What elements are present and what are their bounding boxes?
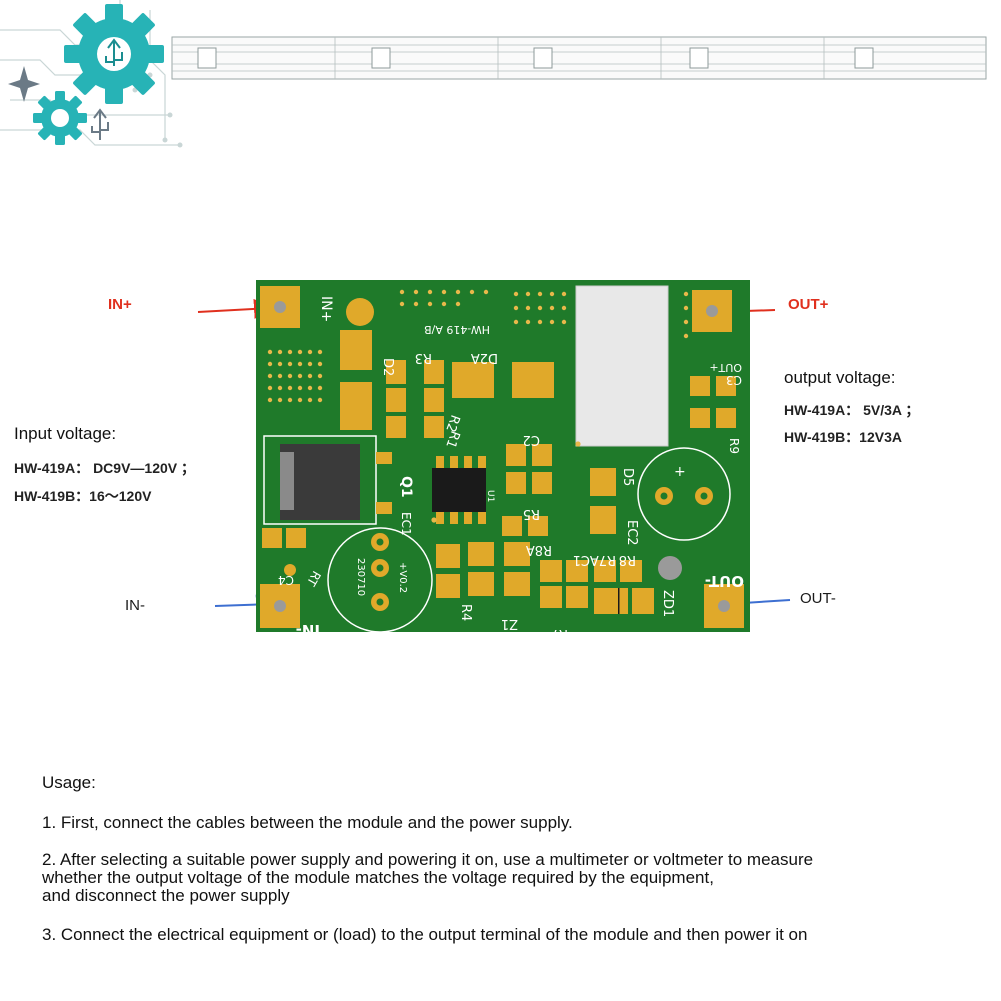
silk-rt: RT bbox=[304, 569, 324, 589]
silk-r3: R3 bbox=[415, 350, 432, 365]
silk-r1: R1 bbox=[442, 429, 462, 450]
silk-z1: Z1 bbox=[501, 616, 518, 631]
sparkle-icon bbox=[8, 66, 40, 102]
usb-icon bbox=[105, 38, 123, 66]
usage-title: Usage: bbox=[42, 773, 96, 792]
label-in-plus: IN+ bbox=[108, 296, 132, 313]
silk-cap-voltage: +V0.2 bbox=[397, 562, 408, 593]
silk-d5: D5 bbox=[620, 468, 635, 486]
input-voltage-a: HW-419A： DC9V—120V ； bbox=[14, 460, 195, 476]
silk-u1: U1 bbox=[485, 490, 495, 502]
silk-ec1: EC1 bbox=[399, 512, 413, 536]
silk-q1: Q1 bbox=[398, 476, 414, 498]
usb-icon bbox=[91, 108, 109, 140]
silk-model: HW-419 A/B bbox=[424, 323, 490, 336]
terminal-out-plus bbox=[692, 290, 732, 332]
silk-r8a: R8A bbox=[526, 542, 552, 557]
output-voltage-b: HW-419B：12V3A bbox=[784, 429, 902, 445]
usage-step-2-line-1: 2. After selecting a suitable power supp… bbox=[42, 850, 814, 869]
silk-out-minus: OUT- bbox=[705, 572, 744, 590]
usage-step-2-line-2: whether the output voltage of the module… bbox=[42, 868, 714, 887]
silk-in-minus: IN- bbox=[296, 621, 320, 632]
pcb-module: IN+ IN- HW-419 A/B D2 R3 D2A R2 R1 C2 Q1… bbox=[256, 280, 750, 641]
gear-icon-small bbox=[33, 91, 87, 145]
silk-in-plus: IN+ bbox=[318, 296, 334, 322]
silk-r2: R2 bbox=[442, 413, 462, 434]
terminal-in-minus bbox=[260, 584, 300, 628]
input-voltage-title: Input voltage: bbox=[14, 424, 117, 443]
silk-c3: C3 bbox=[726, 373, 742, 387]
silk-out-plus: OUT+ bbox=[709, 361, 742, 374]
silk-cap-value: 230710 bbox=[355, 558, 366, 596]
silk-r7ac1: R7AC1 bbox=[573, 552, 616, 567]
header-decoration bbox=[0, 0, 1001, 150]
silk-plus-ec2: + bbox=[674, 464, 686, 480]
label-out-plus: OUT+ bbox=[788, 296, 829, 313]
usage-step-1: 1. First, connect the cables between the… bbox=[42, 813, 573, 832]
circuit-board-icon bbox=[0, 0, 987, 148]
silk-r9: R9 bbox=[727, 438, 741, 454]
label-in-minus: IN- bbox=[125, 597, 145, 614]
silk-c4: C4 bbox=[278, 573, 294, 587]
silk-r4: R4 bbox=[458, 604, 473, 621]
terminal-out-minus bbox=[704, 584, 744, 628]
silk-c2: C2 bbox=[523, 432, 540, 447]
output-voltage-a: HW-419A： 5V/3A ； bbox=[784, 402, 920, 418]
silk-d2a: D2A bbox=[471, 350, 498, 365]
silk-r5: R5 bbox=[523, 506, 540, 521]
output-voltage-title: output voltage: bbox=[784, 368, 896, 387]
silk-zd1: ZD1 bbox=[660, 590, 675, 617]
usage-step-2-line-3: and disconnect the power supply bbox=[42, 886, 290, 905]
silk-d2: D2 bbox=[380, 358, 395, 376]
silk-ec2: EC2 bbox=[624, 520, 639, 546]
silk-r7: R7 bbox=[551, 626, 568, 632]
usage-step-3: 3. Connect the electrical equipment or (… bbox=[42, 925, 808, 944]
terminal-in-plus bbox=[260, 286, 300, 328]
input-voltage-b: HW-419B：16～120V bbox=[14, 488, 152, 504]
label-out-minus: OUT- bbox=[800, 590, 836, 607]
silk-r8: R8 bbox=[619, 552, 636, 567]
